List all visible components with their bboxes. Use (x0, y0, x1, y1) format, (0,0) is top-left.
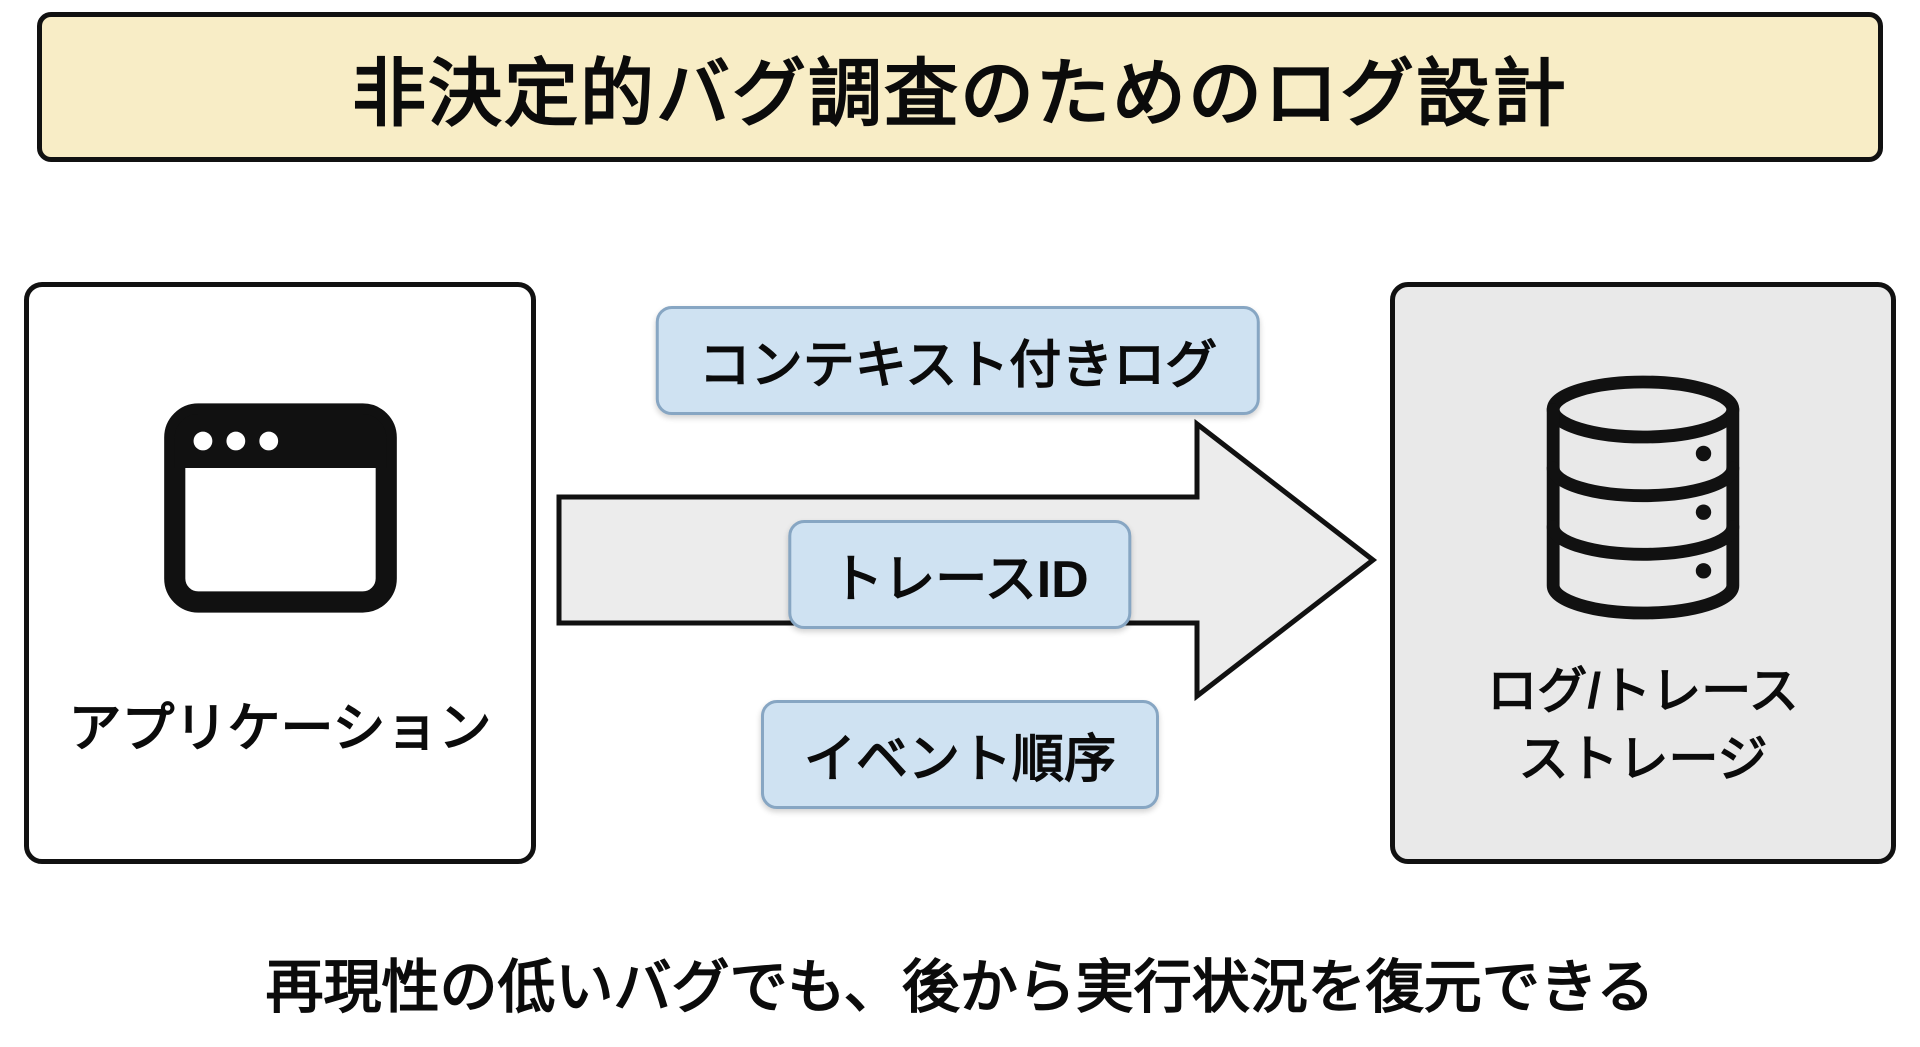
title-banner: 非決定的バグ調査のためのログ設計 (37, 12, 1883, 162)
application-label: アプリケーション (68, 699, 492, 758)
storage-label-line1: ログ/トレース (1487, 663, 1799, 719)
footer-summary: 再現性の低いバグでも、後から実行状況を復元できる (265, 955, 1655, 1020)
application-node: アプリケーション (24, 282, 536, 864)
storage-label-line2: ストレージ (1518, 730, 1768, 787)
storage-label: ログ/トレース ストレージ (1487, 658, 1798, 793)
storage-node: ログ/トレース ストレージ (1390, 282, 1896, 864)
arrow-label-event-order: イベント順序 (760, 700, 1160, 809)
database-icon (1546, 375, 1740, 620)
browser-window-icon (163, 403, 397, 613)
page-title: 非決定的バグ調査のためのログ設計 (352, 51, 1568, 135)
arrow-label-context-log: コンテキスト付きログ (655, 306, 1261, 415)
arrow-label-trace-id: トレースID (788, 520, 1132, 629)
